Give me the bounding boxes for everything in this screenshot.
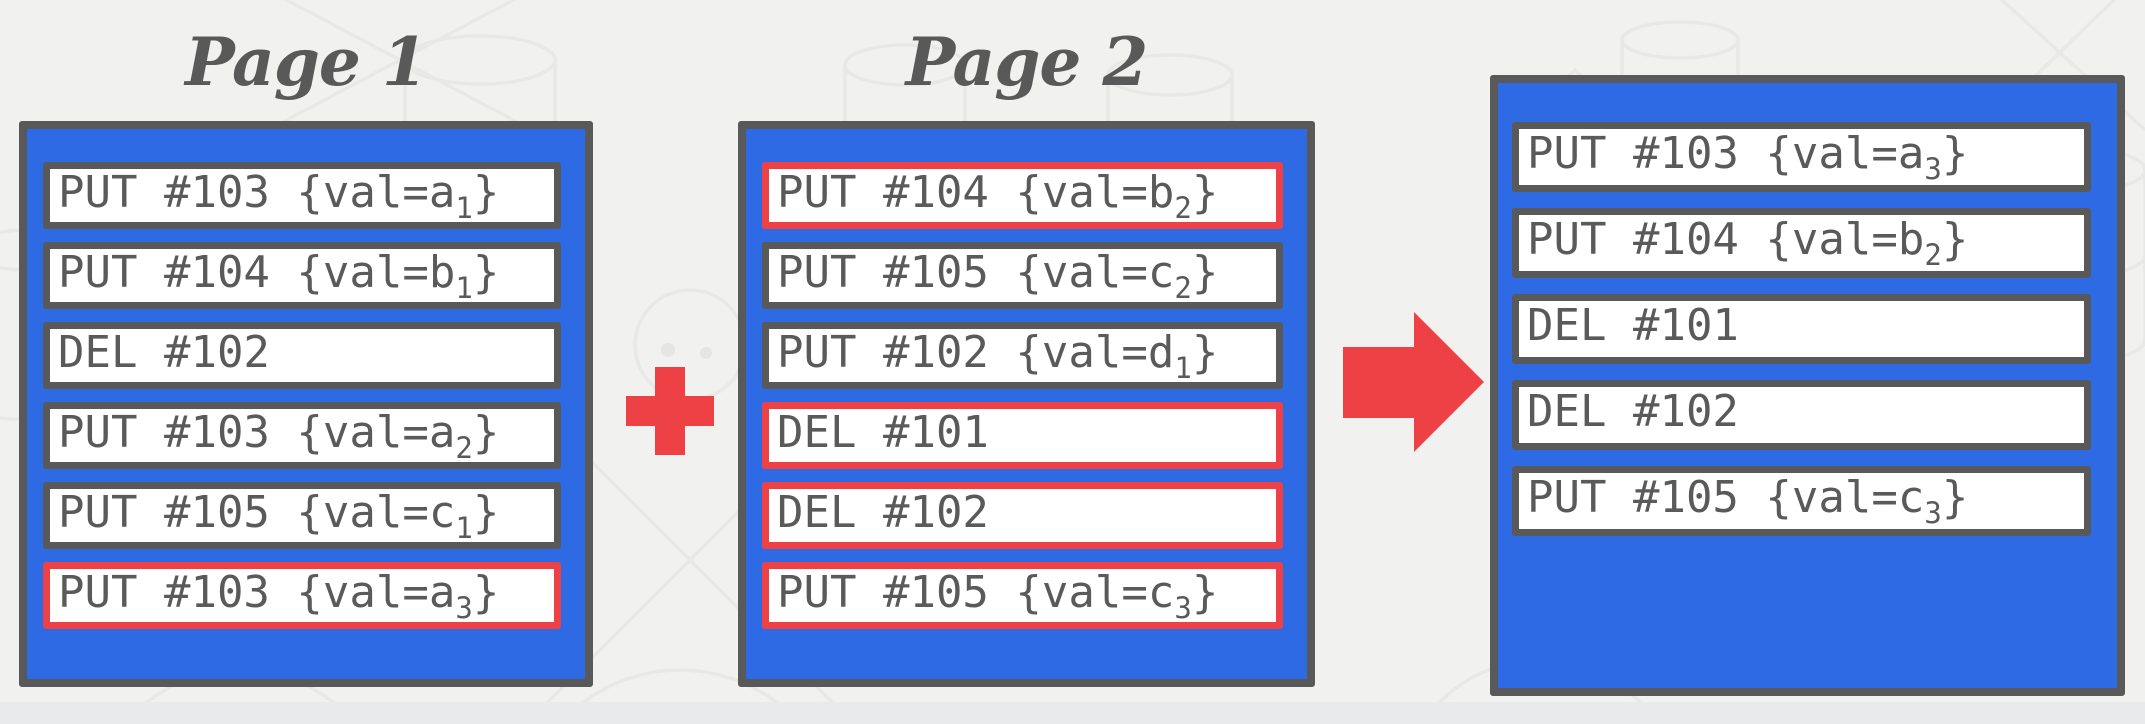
log-entry: PUT #105 {val=c1} (43, 482, 561, 549)
log-entry-subscript: 1 (455, 510, 473, 545)
log-entry-highlighted: PUT #105 {val=c3} (762, 562, 1283, 629)
log-entry-highlighted: PUT #103 {val=a3} (43, 562, 561, 629)
log-entry-text: PUT #104 {val=b2} (1527, 214, 1969, 272)
log-entry-text: PUT #104 {val=b1} (58, 246, 500, 305)
log-entry: DEL #102 (1512, 380, 2091, 450)
page2-box: PUT #104 {val=b2} PUT #105 {val=c2} PUT … (738, 121, 1315, 687)
log-entry-text: DEL #102 (1527, 386, 1739, 437)
log-entry-text: PUT #103 {val=a1} (58, 166, 500, 225)
log-entry-text: DEL #101 (777, 406, 989, 458)
log-entry-highlighted: DEL #101 (762, 402, 1283, 469)
log-entry-text: DEL #101 (1527, 300, 1739, 351)
log-entry-text: PUT #105 {val=c3} (1527, 472, 1969, 530)
log-entry: DEL #102 (43, 322, 561, 389)
log-entry-text: PUT #103 {val=a2} (58, 406, 500, 465)
log-entry-subscript: 1 (1174, 350, 1192, 385)
log-entry-highlighted: PUT #104 {val=b2} (762, 162, 1283, 229)
log-entry: PUT #103 {val=a2} (43, 402, 561, 469)
log-entry-text: PUT #105 {val=c3} (777, 566, 1219, 625)
log-entry: PUT #103 {val=a1} (43, 162, 561, 229)
log-entry: PUT #103 {val=a3} (1512, 122, 2091, 192)
bottom-edge-strip (0, 702, 2145, 724)
log-entry-text: DEL #102 (58, 326, 270, 378)
log-entry: DEL #101 (1512, 294, 2091, 364)
page1-title: Page 1 (185, 23, 428, 101)
log-entry-text: PUT #105 {val=c1} (58, 486, 500, 545)
log-entry-text: PUT #104 {val=b2} (777, 166, 1219, 225)
log-entry-text: PUT #102 {val=d1} (777, 326, 1219, 385)
page2-title: Page 2 (905, 23, 1149, 101)
log-entry: PUT #104 {val=b2} (1512, 208, 2091, 278)
log-entry-subscript: 2 (1174, 270, 1192, 305)
log-entry-highlighted: DEL #102 (762, 482, 1283, 549)
log-entry-subscript: 1 (455, 190, 473, 225)
log-entry-subscript: 2 (1924, 238, 1942, 272)
log-entry: PUT #105 {val=c3} (1512, 466, 2091, 536)
log-entry-subscript: 3 (1174, 590, 1192, 625)
log-entry: PUT #102 {val=d1} (762, 322, 1283, 389)
plus-icon (626, 367, 714, 455)
log-entry-text: PUT #103 {val=a3} (1527, 128, 1969, 186)
log-entry-text: DEL #102 (777, 486, 989, 538)
log-entry-subscript: 2 (1174, 190, 1192, 225)
arrow-right-icon (1343, 312, 1484, 452)
page1-box: PUT #103 {val=a1} PUT #104 {val=b1} DEL … (19, 121, 593, 687)
log-entry-subscript: 2 (455, 430, 473, 465)
log-entry-text: PUT #103 {val=a3} (58, 566, 500, 625)
log-entry-subscript: 3 (1924, 152, 1942, 186)
log-entry: PUT #104 {val=b1} (43, 242, 561, 309)
log-entry-subscript: 3 (455, 590, 473, 625)
merged-page-box: PUT #103 {val=a3} PUT #104 {val=b2} DEL … (1490, 75, 2125, 696)
log-entry: PUT #105 {val=c2} (762, 242, 1283, 309)
log-entry-text: PUT #105 {val=c2} (777, 246, 1219, 305)
log-entry-subscript: 3 (1924, 496, 1942, 530)
log-entry-subscript: 1 (455, 270, 473, 305)
